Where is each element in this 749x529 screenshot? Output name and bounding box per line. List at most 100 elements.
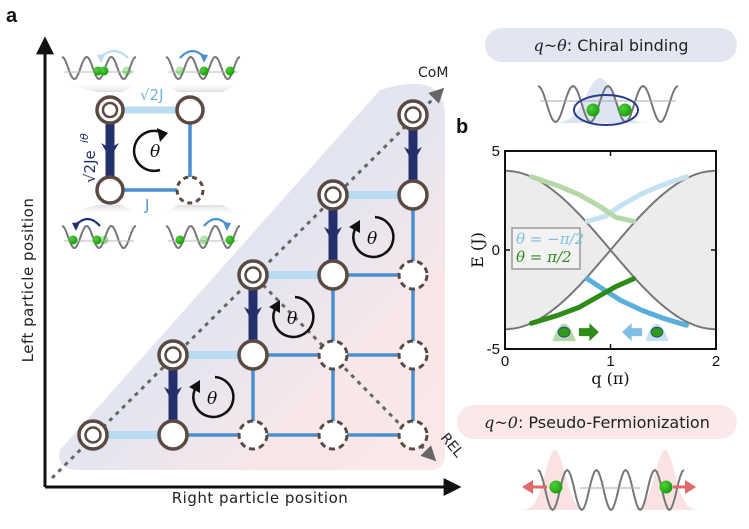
flux-circle <box>352 215 395 259</box>
node-doublon <box>157 339 189 371</box>
y-axis-label: E (J) <box>468 232 487 268</box>
node-doublon-inner <box>244 266 262 284</box>
pseudo-fermionization-pill <box>457 405 737 439</box>
node-site <box>397 179 429 211</box>
series-line-0 <box>584 276 689 328</box>
chiral-arrow-head <box>244 307 262 323</box>
node-doublon-inner <box>324 186 342 204</box>
particle <box>618 103 632 117</box>
node-dashed <box>397 259 429 291</box>
bound-pair-icon <box>557 326 571 338</box>
well-potential <box>537 84 679 124</box>
legend-entry: θ = −π/2 <box>516 230 584 248</box>
flux-theta: θ <box>150 142 160 162</box>
node-site <box>237 339 269 371</box>
chiral-binding-prefix: q~θ <box>533 36 567 55</box>
particle <box>659 480 673 494</box>
hop-chiral-label: √2Je iθ <box>78 133 99 183</box>
y-tick-label: 0 <box>492 242 500 259</box>
series-line-2 <box>528 276 637 326</box>
fermionization-cartoon <box>520 450 700 512</box>
node-dashed <box>397 419 429 451</box>
node-dashed <box>317 419 349 451</box>
particle <box>175 235 185 245</box>
fan-top-left <box>58 83 140 92</box>
particle <box>225 66 235 76</box>
series-line-1 <box>584 174 689 224</box>
repel-arrow-head <box>685 480 696 494</box>
x-axis-label: q (π) <box>591 369 629 388</box>
node-dashed <box>237 419 269 451</box>
lattice: θ θ θ <box>77 99 429 451</box>
node-doublon <box>397 99 429 131</box>
chiral-arrow-head <box>164 387 182 403</box>
continuum-right <box>610 170 716 330</box>
well-potential <box>61 224 137 250</box>
hop-chiral-text: √2Je <box>81 150 99 183</box>
particle <box>199 235 209 245</box>
hop-sqrt2j-label: √2J <box>140 86 164 104</box>
node-dashed <box>397 339 429 371</box>
flux-arrow-icon <box>349 220 360 233</box>
panel-b-label: b <box>456 116 468 138</box>
bound-state-cartoon <box>537 78 679 126</box>
node-doublon <box>77 419 109 451</box>
flux-circle <box>132 129 164 173</box>
well-potential <box>61 55 137 81</box>
flux-arrow-icon <box>189 380 200 393</box>
panel-a-label: a <box>6 5 18 27</box>
series-line-3 <box>528 174 637 224</box>
node-site <box>95 175 125 205</box>
node-dashed <box>175 175 205 205</box>
chiral-arrow-head <box>324 227 342 243</box>
hop-arrow-head <box>97 54 105 63</box>
chiral-binding-text: : Chiral binding <box>567 36 689 55</box>
fan-bottom-left <box>58 205 140 215</box>
x-tick-label: 2 <box>712 353 720 370</box>
flux-arrow-icon <box>269 300 280 313</box>
particle <box>549 480 563 494</box>
particle <box>586 103 600 117</box>
flux-theta: θ <box>367 229 377 249</box>
x-axis-label: Right particle position <box>172 489 349 507</box>
com-label: CoM <box>418 65 448 81</box>
x-tick-label: 1 <box>606 353 614 370</box>
fan-bottom-right <box>162 205 244 215</box>
pf-prefix: q~0 <box>484 413 518 432</box>
node-doublon <box>317 179 349 211</box>
y-tick-label: 5 <box>492 143 500 160</box>
well-potential <box>537 468 685 512</box>
particle <box>225 235 235 245</box>
legend-box <box>511 227 581 270</box>
particle <box>199 66 209 76</box>
node-site <box>175 95 205 125</box>
inset-plaquette: θ √2J √2Je iθ J <box>58 83 244 215</box>
hop-arrow-head <box>223 222 231 231</box>
y-tick-label: -5 <box>487 341 500 358</box>
particle <box>122 66 132 76</box>
chiral-binding-label: q~θ: Chiral binding <box>533 36 688 55</box>
wavepacket <box>630 450 700 510</box>
node-doublon <box>95 95 125 125</box>
chiral-arrow-head <box>404 147 422 163</box>
flux-theta: θ <box>207 389 217 409</box>
y-axis-label: Left particle position <box>19 198 37 363</box>
pseudo-fermionization-label: q~0: Pseudo-Fermionization <box>484 413 710 432</box>
hop-j-label: J <box>144 196 149 214</box>
pf-text: : Pseudo-Fermionization <box>518 413 710 432</box>
node-site <box>317 259 349 291</box>
legend-entry: θ = π/2 <box>516 248 572 266</box>
node-doublon-inner <box>101 101 119 119</box>
arrow-right-icon <box>578 323 599 342</box>
flux-circle <box>272 295 315 339</box>
hop-chiral-exp: iθ <box>78 133 91 143</box>
node-doublon-inner <box>84 426 102 444</box>
flux-circle <box>192 375 235 419</box>
repel-arrow-head <box>522 480 533 494</box>
chiral-binding-pill <box>485 28 737 62</box>
x-tick-label: 0 <box>501 353 509 370</box>
flux-theta: θ <box>287 309 297 329</box>
node-doublon-inner <box>404 106 422 124</box>
well-potential <box>165 224 241 250</box>
